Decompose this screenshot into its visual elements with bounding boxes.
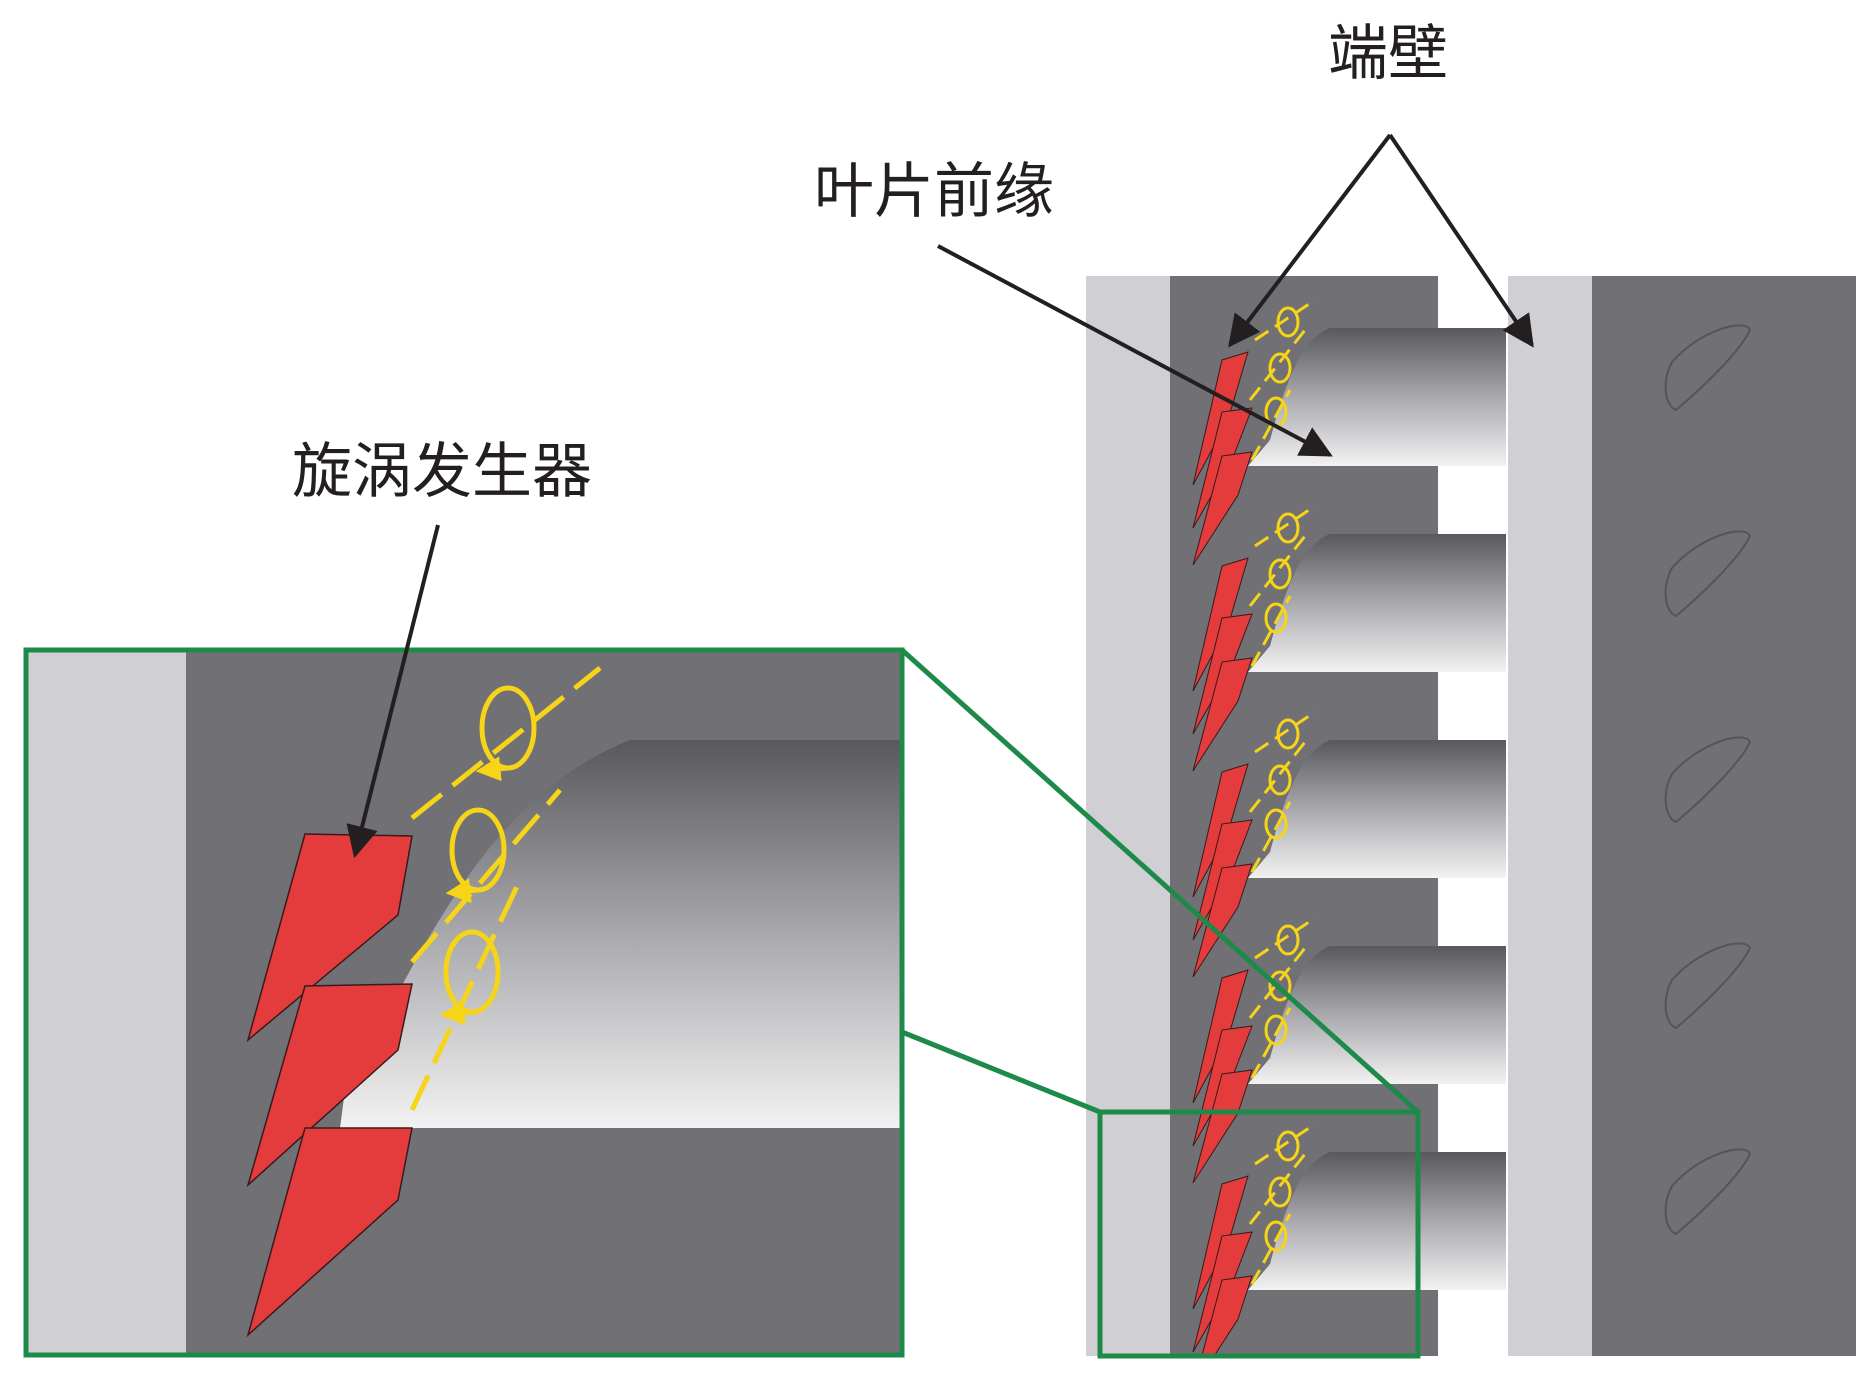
vortex-generator-label: 旋涡发生器 [292,437,592,507]
leading-edge-arrow [937,244,1333,457]
inset-blade [340,740,900,1128]
end-wall-arrow-left [1228,133,1392,348]
zoom-source-box [1097,1109,1421,1359]
inset-frame [23,647,905,1358]
inset-vortex-3 [439,929,501,1026]
leading-edge-label: 叶片前缘 [814,157,1054,227]
inset-generator-3 [246,1127,413,1338]
vortex-generator-arrow [346,524,440,859]
end-wall-label: 端壁 [1328,19,1448,89]
zoom-connector-top [900,648,1420,1114]
inset-vortex-1 [475,685,537,782]
inset-view [26,650,902,1355]
end-wall-arrow-right [1388,133,1534,348]
inset-vortex-2 [445,807,507,904]
inset-generator-2 [246,983,413,1188]
zoom-connector-bottom [901,1029,1101,1115]
main-view [1086,276,1856,1356]
